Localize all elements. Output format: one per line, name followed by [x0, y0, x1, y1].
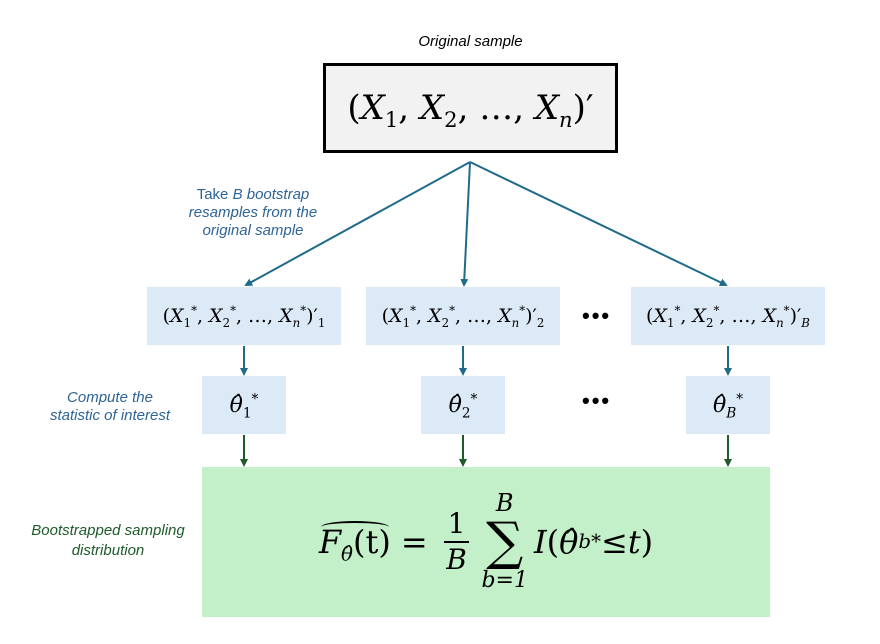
arrow-to-resample-1 — [244, 161, 471, 286]
original-sample-formula: (X1, X2, …, Xn)′ — [347, 88, 594, 132]
resample-box-1: (X1*, X2*, …, Xn*)′1 — [147, 287, 341, 345]
distribution-step-label: Bootstrapped sampling distribution — [31, 522, 185, 559]
arrow-to-resample-B — [469, 161, 728, 287]
statistic-ellipsis: ••• — [582, 388, 612, 413]
statistic-step-label: Compute the statistic of interest — [49, 389, 171, 424]
bootstrap-distribution-formula: Fθ̂(t) = 1 B B ∑ b=1 I(θ̂b* ≤ t) — [318, 489, 654, 593]
original-sample-box: (X1, X2, …, Xn)′ — [323, 63, 618, 153]
resample-step-label: Take B bootstrap resamples from the orig… — [188, 186, 318, 239]
statistic-box-1: θ̂1* — [202, 376, 286, 434]
resample-ellipsis: ••• — [582, 303, 612, 328]
summation: B ∑ b=1 — [481, 489, 528, 593]
fraction: 1 B — [443, 507, 470, 577]
resample-box-2: (X1*, X2*, …, Xn*)′2 — [366, 287, 560, 345]
arrow-to-resample-2 — [460, 161, 471, 287]
statistic-box-B: θ̂B* — [686, 376, 770, 434]
bootstrap-distribution-box: Fθ̂(t) = 1 B B ∑ b=1 I(θ̂b* ≤ t) — [202, 467, 770, 617]
original-sample-label: Original sample — [418, 33, 523, 50]
F-hat: Fθ̂(t) — [318, 521, 391, 566]
resample-box-B: (X1*, X2*, …, Xn*)′B — [631, 287, 825, 345]
statistic-box-2: θ̂2* — [421, 376, 505, 434]
